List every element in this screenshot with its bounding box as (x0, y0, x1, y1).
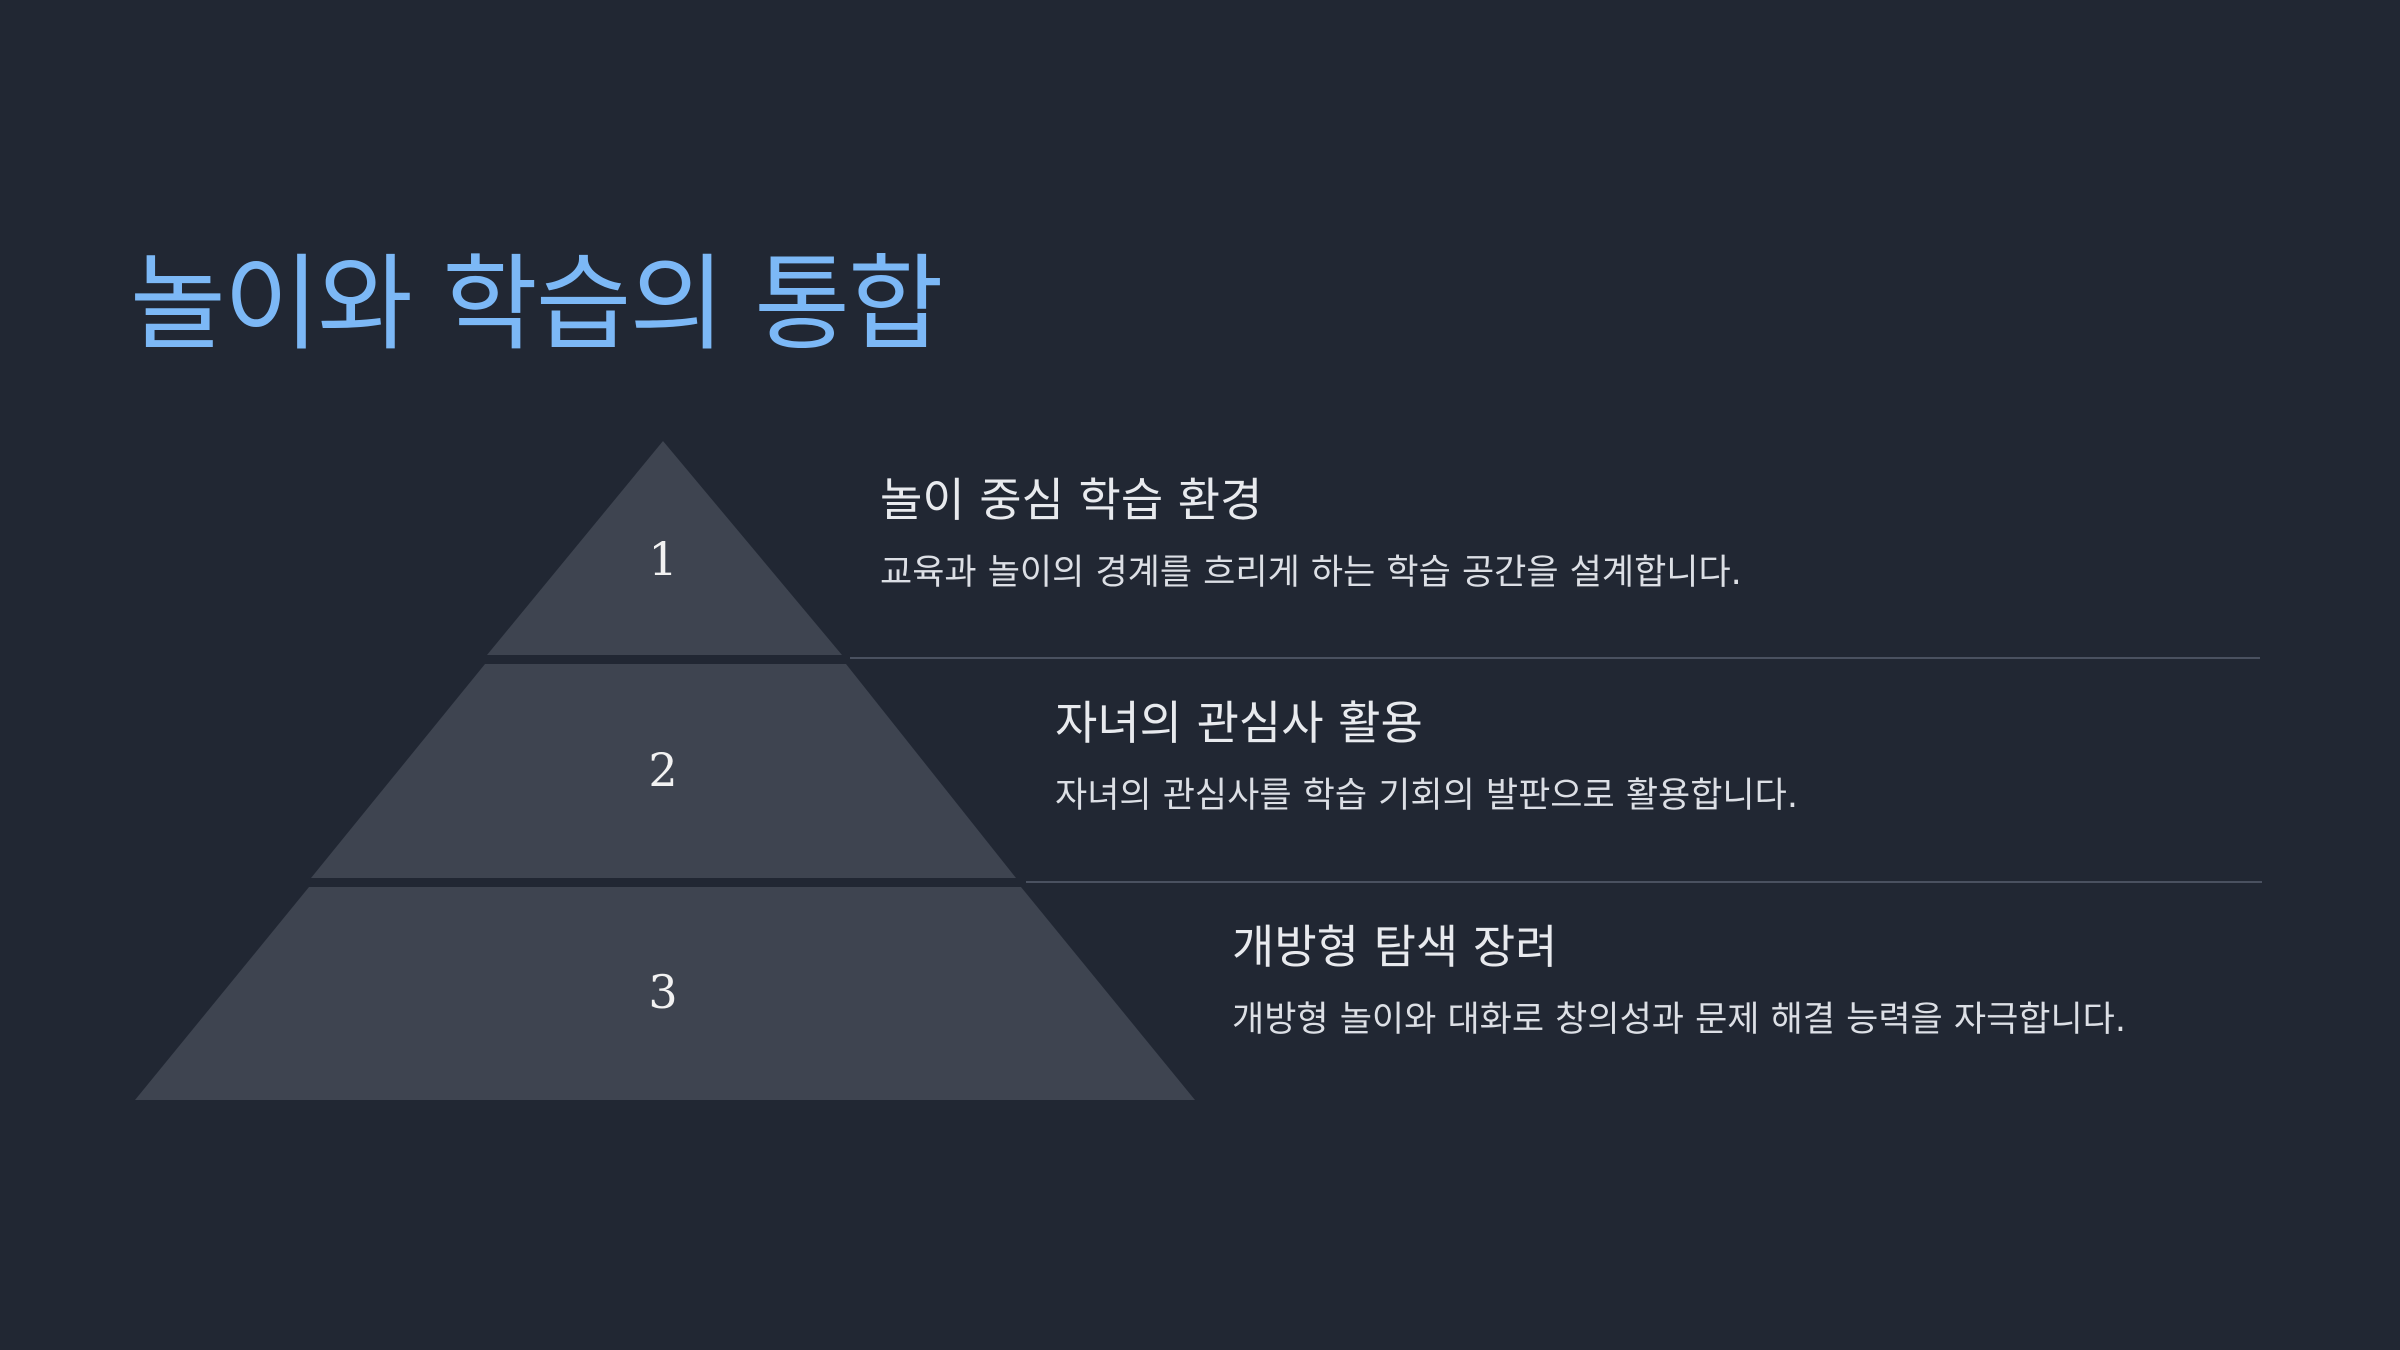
tier-1-text: 놀이 중심 학습 환경 교육과 놀이의 경계를 흐리게 하는 학습 공간을 설계… (880, 473, 1742, 594)
page-title: 놀이와 학습의 통합 (130, 243, 944, 365)
tier-1-heading: 놀이 중심 학습 환경 (880, 473, 1263, 527)
pyramid-tier-3-number: 3 (648, 965, 677, 1019)
pyramid-tier-2 (311, 664, 1016, 878)
pyramid-tier-1-number: 1 (648, 532, 677, 586)
pyramid-tier-1 (487, 441, 842, 655)
tier-1-description: 교육과 놀이의 경계를 흐리게 하는 학습 공간을 설계합니다. (880, 553, 1742, 594)
pyramid-tier-2-number: 2 (648, 743, 677, 797)
tier-divider-2 (1026, 881, 2262, 883)
tier-3-description: 개방형 놀이와 대화로 창의성과 문제 해결 능력을 자극합니다. (1232, 1000, 2127, 1041)
tier-2-heading: 자녀의 관심사 활용 (1055, 696, 1423, 750)
tier-2-description: 자녀의 관심사를 학습 기회의 발판으로 활용합니다. (1055, 776, 1798, 817)
pyramid-tier-3 (135, 887, 1195, 1100)
tier-2-text: 자녀의 관심사 활용 자녀의 관심사를 학습 기회의 발판으로 활용합니다. (1055, 696, 1798, 817)
tier-3-text: 개방형 탐색 장려 개방형 놀이와 대화로 창의성과 문제 해결 능력을 자극합… (1232, 920, 2126, 1041)
tier-3-heading: 개방형 탐색 장려 (1232, 920, 1558, 974)
tier-divider-1 (850, 657, 2260, 659)
